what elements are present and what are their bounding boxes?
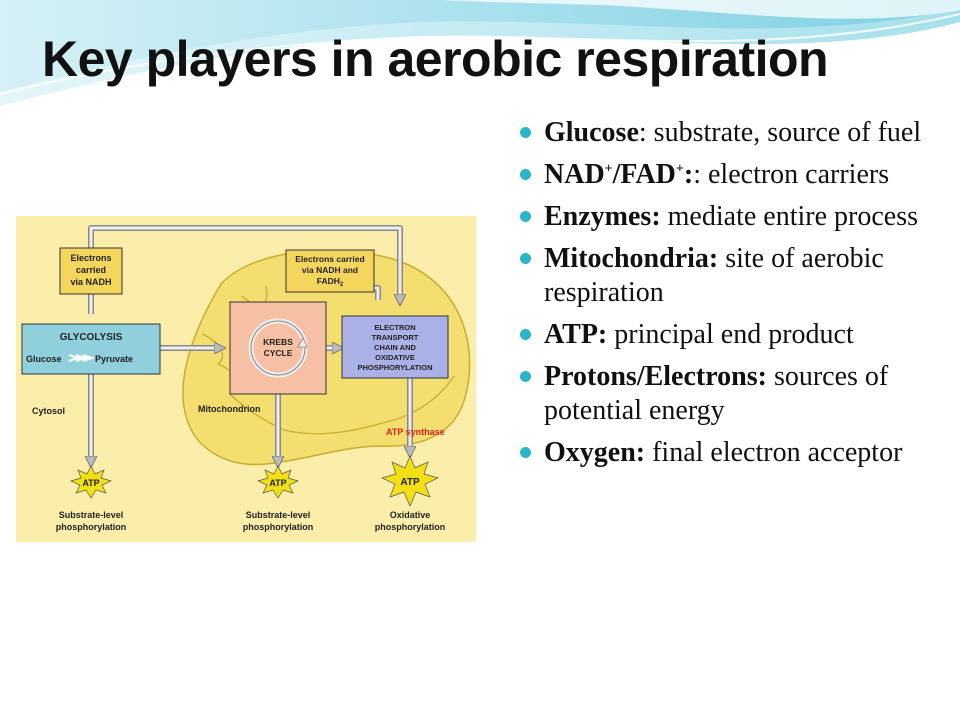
- bullet-description: site of aerobic respiration: [544, 243, 884, 308]
- bullet-description: electron carriers: [708, 159, 890, 190]
- atp-synthase-label: ATP synthase: [386, 427, 445, 437]
- etc-label-2: TRANSPORT: [372, 333, 419, 342]
- bullet-oxygen: Oxygen: final electron acceptor: [520, 436, 940, 470]
- bullet-protons-electrons: Protons/Electrons: sources of potential …: [520, 360, 940, 428]
- glucose-label: Glucose: [26, 354, 62, 364]
- glycolysis-label: GLYCOLYSIS: [60, 332, 123, 343]
- bullet-description: sources of potential energy: [544, 361, 889, 426]
- etc-label-4: OXIDATIVE: [375, 353, 415, 362]
- bullet-term: Enzymes:: [544, 201, 661, 232]
- bullet-dot-icon: [520, 127, 531, 138]
- bullet-description: principal end product: [614, 319, 854, 350]
- bullet-dot-icon: [520, 211, 531, 222]
- electrons-nadh-box: Electrons carried via NADH: [59, 247, 123, 295]
- bullet-term: Mitochondria:: [544, 243, 719, 274]
- krebs-label-1: KREBS: [263, 337, 293, 347]
- bullet-nad-fad: NAD+/FAD+:: electron carriers: [520, 158, 940, 192]
- bullet-glucose: Glucose: substrate, source of fuel: [520, 116, 940, 150]
- atp-label-1: ATP: [82, 478, 99, 488]
- etc-label-5: PHOSPHORYLATION: [357, 363, 432, 372]
- slide-title: Key players in aerobic respiration: [42, 31, 829, 87]
- atp-label-2: ATP: [269, 478, 286, 488]
- electrons-nadh-fadh-box: Electrons carried via NADH and FADH2: [285, 249, 375, 293]
- atp-burst-substrate-2: ATP: [256, 465, 300, 499]
- krebs-cycle-box: KREBS CYCLE: [229, 301, 327, 395]
- bullet-dot-icon: [520, 447, 531, 458]
- electrons-fadh-label-2: via NADH and: [302, 265, 358, 275]
- aerobic-respiration-diagram: Electrons carried via NADH Electrons car…: [16, 216, 476, 542]
- electrons-nadh-label-2: carried: [76, 265, 106, 275]
- atp-label-3: ATP: [400, 477, 420, 488]
- electrons-fadh-label-1: Electrons carried: [295, 254, 364, 264]
- bullet-description: substrate, source of fuel: [653, 117, 922, 148]
- bullet-separator: [661, 201, 668, 232]
- key-players-list: Glucose: substrate, source of fuel NAD+/…: [520, 116, 940, 478]
- bullet-mitochondria: Mitochondria: site of aerobic respiratio…: [520, 242, 940, 310]
- etc-label-3: CHAIN AND: [374, 343, 416, 352]
- glycolysis-chevron-arrows: [68, 354, 96, 362]
- bullet-atp: ATP: principal end product: [520, 318, 940, 352]
- cytosol-label: Cytosol: [32, 406, 65, 416]
- bullet-term: Glucose: [544, 117, 639, 148]
- bullet-term: Oxygen:: [544, 437, 646, 468]
- atp-burst-substrate-1: ATP: [69, 465, 113, 499]
- bullet-separator: [767, 361, 774, 392]
- output-substrate-1-line1: Substrate-level: [59, 510, 124, 520]
- bullet-separator: :: [693, 159, 708, 190]
- electrons-fadh-label-3: FADH2: [317, 276, 344, 288]
- electron-transport-box: ELECTRON TRANSPORT CHAIN AND OXIDATIVE P…: [341, 315, 449, 379]
- bullet-dot-icon: [520, 253, 531, 264]
- output-substrate-1-line2: phosphorylation: [56, 522, 127, 532]
- output-oxidative-line1: Oxidative: [390, 510, 431, 520]
- bullet-dot-icon: [520, 329, 531, 340]
- krebs-label-2: CYCLE: [264, 348, 293, 358]
- bullet-dot-icon: [520, 169, 531, 180]
- glycolysis-box: GLYCOLYSIS Glucose Pyruvate: [21, 323, 161, 375]
- pyruvate-label: Pyruvate: [95, 354, 133, 364]
- output-oxidative-line2: phosphorylation: [375, 522, 446, 532]
- output-substrate-2-line1: Substrate-level: [246, 510, 311, 520]
- bullet-separator: :: [638, 117, 654, 148]
- atp-burst-oxidative: ATP: [380, 455, 440, 507]
- bullet-dot-icon: [520, 371, 531, 382]
- bullet-description: final electron acceptor: [652, 437, 903, 468]
- mitochondrion-label: Mitochondrion: [198, 404, 261, 414]
- header-swoosh-decoration: [0, 0, 960, 106]
- bullet-term: ATP:: [544, 319, 608, 350]
- bullet-enzymes: Enzymes: mediate entire process: [520, 200, 940, 234]
- electrons-nadh-label-1: Electrons: [70, 253, 111, 263]
- electrons-nadh-label-3: via NADH: [70, 277, 111, 287]
- bullet-term: NAD+/FAD+:: [544, 159, 694, 190]
- bullet-term: Protons/Electrons:: [544, 361, 767, 392]
- output-substrate-2-line2: phosphorylation: [243, 522, 314, 532]
- bullet-description: mediate entire process: [667, 201, 918, 232]
- etc-label-1: ELECTRON: [374, 323, 415, 332]
